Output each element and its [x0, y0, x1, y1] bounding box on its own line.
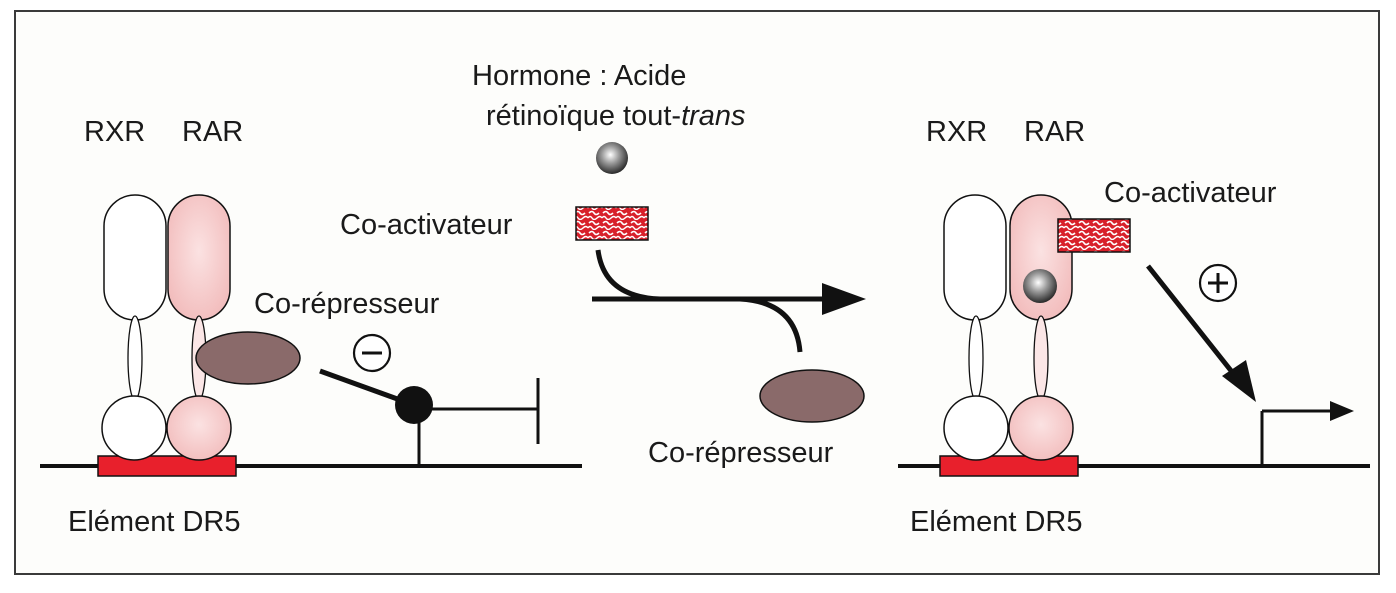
element-label-right: Elément DR5	[910, 506, 1082, 538]
element-label: Elément DR5	[68, 506, 240, 538]
corepressor-released-label: Co-répresseur	[648, 437, 834, 469]
hormone-ligand-icon	[596, 142, 628, 174]
dr5-element-right	[939, 455, 1079, 477]
dr5-element	[97, 455, 237, 477]
rxr-receptor-top	[103, 194, 167, 321]
activation-sign-icon	[1198, 263, 1238, 303]
rar-receptor-top	[167, 194, 231, 321]
corepressor-bound	[195, 331, 301, 385]
corepressor-leave-curve	[739, 296, 803, 353]
middle-panel: Hormone : Acide rétinoïque tout-trans Co…	[340, 60, 866, 469]
rxr-label: RXR	[84, 116, 145, 148]
rxr-hinge	[127, 315, 143, 401]
corepressor-label: Co-répresseur	[254, 288, 440, 320]
rar-dna-binding-domain-right	[1008, 395, 1074, 461]
rar-hinge-right	[1033, 315, 1049, 401]
rxr-receptor-top-right	[943, 194, 1007, 321]
rxr-hinge-right	[968, 315, 984, 401]
rxr-dna-binding-domain	[101, 395, 167, 461]
coactivator-box	[575, 206, 649, 241]
rxr-label-right: RXR	[926, 116, 987, 148]
coactivator-label: Co-activateur	[340, 209, 513, 241]
coactivator-label-right: Co-activateur	[1104, 177, 1277, 209]
hormone-label-line2: rétinoïque tout-trans	[486, 100, 746, 132]
activation-arrow	[1146, 264, 1242, 384]
activation-arrow-head	[1222, 360, 1256, 402]
repression-node	[395, 386, 433, 424]
figure-frame	[14, 10, 1380, 575]
hormone-ligand-bound-icon	[1023, 269, 1057, 303]
repression-sign-icon	[352, 333, 392, 373]
rar-label: RAR	[182, 116, 243, 148]
transcription-start-arrow-icon	[1260, 401, 1354, 466]
rar-dna-binding-domain	[166, 395, 232, 461]
right-panel: RXR RAR Co-activateur Elément DR5	[898, 116, 1370, 538]
left-panel: RXR RAR Co-répresseur Elément DR5	[40, 116, 582, 538]
transition-arrow-head	[822, 283, 866, 315]
coactivator-bound	[1057, 218, 1131, 253]
coactivator-join-curve	[595, 249, 661, 302]
rar-label-right: RAR	[1024, 116, 1085, 148]
rxr-dna-binding-domain-right	[943, 395, 1009, 461]
hormone-label-line1: Hormone : Acide	[472, 60, 686, 92]
corepressor-released	[759, 369, 865, 423]
